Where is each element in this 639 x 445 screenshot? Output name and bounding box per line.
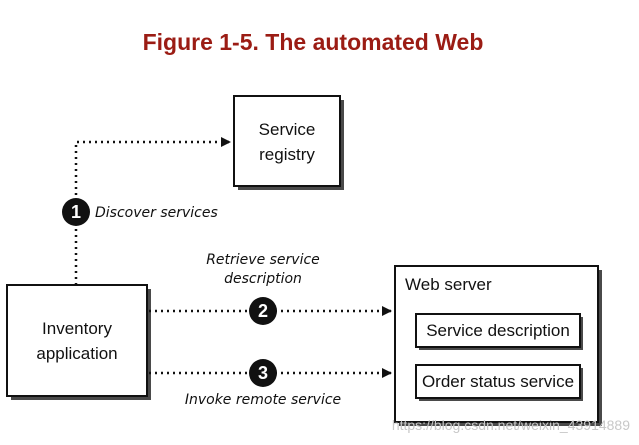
invoke-service-label: Invoke remote service — [185, 392, 341, 408]
inventory-application-node: Inventory application — [6, 284, 151, 400]
service-registry-label-line-1: Service — [259, 120, 316, 139]
web-server-label: Web server — [405, 275, 492, 294]
order-status-service-node: Order status service — [415, 364, 583, 401]
discover-services-label: Discover services — [95, 205, 218, 221]
service-description-label: Service description — [426, 321, 570, 340]
step-2-badge: 2 — [249, 297, 277, 325]
retrieve-description-label-line-1: Retrieve service — [206, 252, 320, 268]
retrieve-description-label-line-2: description — [224, 271, 302, 287]
service-description-node: Service description — [415, 313, 583, 350]
step-3-number: 3 — [258, 363, 268, 383]
order-status-service-label: Order status service — [422, 372, 574, 391]
inventory-application-label-line-2: application — [36, 344, 117, 363]
service-registry-label-line-2: registry — [259, 145, 315, 164]
web-server-node: Web server Service description Order sta… — [394, 265, 602, 426]
step-2-number: 2 — [258, 301, 268, 321]
step-1-number: 1 — [71, 202, 81, 222]
figure-title: Figure 1-5. The automated Web — [143, 29, 484, 55]
service-registry-node: Service registry — [233, 95, 344, 190]
inventory-application-label-line-1: Inventory — [42, 319, 112, 338]
step-1-badge: 1 — [62, 198, 90, 226]
step-3-badge: 3 — [249, 359, 277, 387]
watermark: https://blog.csdn.net/weixin_43914889 — [392, 417, 630, 433]
